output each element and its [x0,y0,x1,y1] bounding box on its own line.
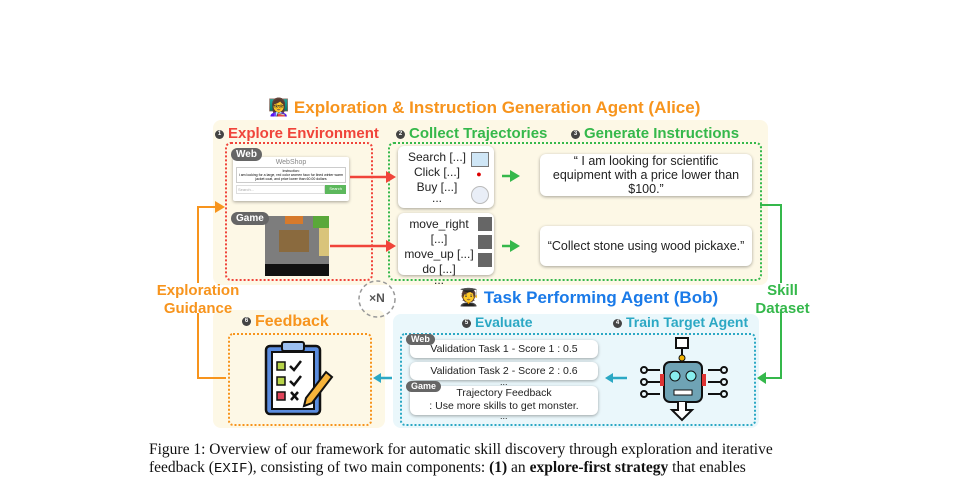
click-thumbnail-icon: ● [471,169,487,182]
green-arrow [510,240,520,252]
red-arrow [350,171,396,183]
alice-avatar-icon: 👩‍🏫 [268,98,290,117]
evaluate-box [400,333,756,426]
webshop-search: Search...Search [236,185,346,194]
web-tag: Web [406,334,435,345]
exploration-guidance-line [197,313,226,379]
bob-title: 🧑‍🎓 Task Performing Agent (Bob) [458,288,718,308]
webshop-search-button[interactable]: Search [325,185,346,194]
feedback-box [228,333,372,426]
step1-text: Explore Environment [228,125,379,142]
game-tag: Game [231,212,269,225]
step6-label: 6 Feedback [242,313,329,331]
buy-thumbnail-icon [471,186,489,204]
exploration-guidance-label: Exploration Guidance [156,282,240,317]
exploration-guidance-arrow [197,206,216,283]
step-number: 4 [613,318,622,328]
traj-item: Click [...] [413,165,460,179]
step2-label: 2 Collect Trajectories [396,125,547,142]
feedback-title: Trajectory Feedback [456,387,552,399]
game-instruction-card: “Collect stone using wood pickaxe.” [540,226,752,266]
webshop-instruction: Instruction:i am looking for a large, re… [236,167,346,183]
webshop-screenshot: WebShop Instruction:i am looking for a l… [233,157,349,201]
feedback-text: : Use more skills to get monster. [429,400,579,412]
game-tag: Game [406,381,442,392]
caption-text: an [507,459,530,476]
ellipsis: ... [500,411,508,421]
step-number: 2 [396,129,405,139]
repeat-count: ×N [369,291,385,305]
cyan-arrow [373,373,392,383]
step4-text: Train Target Agent [626,314,749,330]
caption-text: ), consisting of two main components: [247,459,490,476]
webshop-title: WebShop [275,159,307,166]
game-frame-icon [478,235,492,249]
skill-dataset-arrow [765,312,782,379]
game-frame-icon [478,253,492,267]
instruction-label: Instruction: [282,169,300,173]
robot-agent-icon [640,337,728,422]
traj-item: Buy [...] [416,180,458,194]
collect-box [388,142,762,281]
web-trajectory-card: Search [...]Click [...]Buy [...]... ● [398,146,494,208]
traj-item: move_right [...] [409,217,469,246]
step2-text: Collect Trajectories [409,125,548,142]
instruction-text: i am looking for a large, red color wome… [238,173,344,181]
traj-item: move_up [...] [404,247,474,261]
bob-avatar-icon: 🧑‍🎓 [458,288,480,307]
step5-label: 5 Evaluate [462,314,533,330]
step3-label: 3 Generate Instructions [571,125,739,142]
alice-title-text: Exploration & Instruction Generation Age… [293,98,701,117]
trajectory-feedback-card: Trajectory Feedback: Use more skills to … [410,386,598,415]
caption-bold: (1) [489,459,508,476]
red-arrow [330,240,396,252]
green-arrow [510,170,520,182]
step5-text: Evaluate [475,314,533,330]
game-frame-icon [478,217,492,231]
step-number: 5 [462,318,471,328]
traj-ellipsis: ... [433,273,444,287]
cyan-arrow [605,373,627,383]
step-number: 6 [242,317,251,327]
game-screenshot [265,216,329,276]
figure-caption-line2: feedback (EXIF), consisting of two main … [149,459,746,477]
traj-ellipsis: ... [431,191,442,205]
validation-result-1: Validation Task 1 - Score 1 : 0.5 [410,340,598,358]
web-instruction-card: “ I am looking for scientific equipment … [540,154,752,196]
game-trajectory-card: move_right [...]move_up [...]do [...]... [398,213,494,286]
step-number: 3 [571,129,580,139]
skill-dataset-label: Skill Dataset [755,282,810,317]
step4-label: 4 Train Target Agent [613,314,748,330]
caption-code: EXIF [213,461,248,477]
traj-item: Search [...] [407,150,467,164]
traj-item: do [...] [422,262,456,276]
step3-text: Generate Instructions [584,125,740,142]
bob-title-text: Task Performing Agent (Bob) [483,288,719,307]
validation-result-2: Validation Task 2 - Score 2 : 0.6 [410,362,598,380]
caption-text: that enables [668,459,746,476]
caption-text: feedback ( [149,459,214,476]
skill-dataset-line [760,204,782,283]
web-tag: Web [231,148,262,161]
step6-text: Feedback [255,313,329,330]
step-number: 1 [215,129,224,139]
figure-caption-line1: Figure 1: Overview of our framework for … [149,441,773,458]
step1-label: 1 Explore Environment [215,125,379,142]
webshop-search-input[interactable]: Search... [236,185,326,194]
explore-box [225,142,373,281]
caption-bold: explore-first strategy [529,459,669,476]
repeat-loop-icon [358,280,396,318]
alice-title: 👩‍🏫 Exploration & Instruction Generation… [268,98,700,118]
clipboard-checklist-icon [264,341,334,416]
page-thumbnail-icon [471,152,489,167]
ellipsis: ... [500,377,508,387]
